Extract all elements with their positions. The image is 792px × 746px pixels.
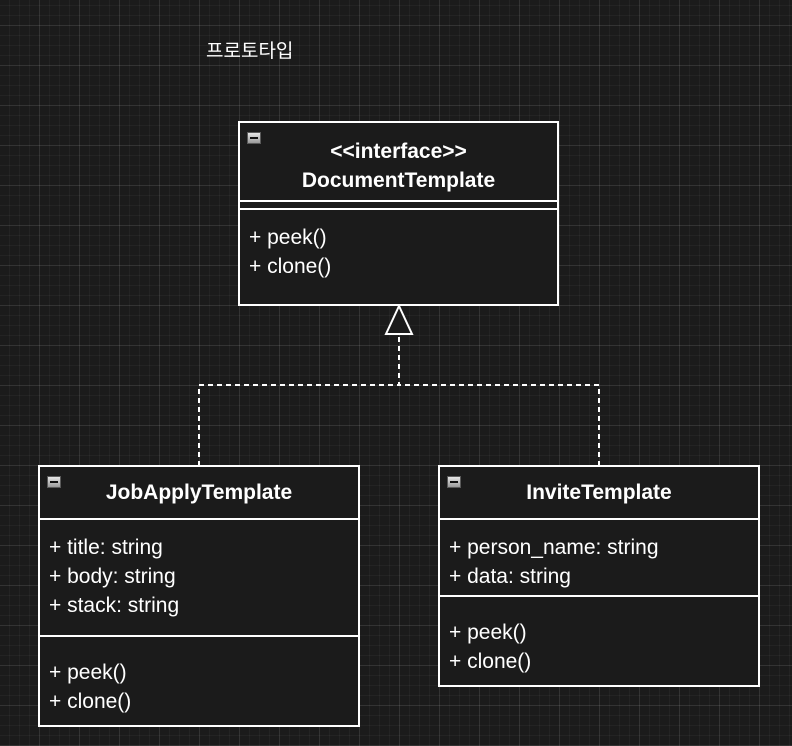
realization-edge-invite [399, 384, 600, 466]
attribute: + data: string [449, 565, 571, 588]
diagram-title: 프로토타입 [206, 40, 294, 62]
interface-header: <<interface>> DocumentTemplate [240, 123, 557, 202]
class-methods-section: + peek() + clone() [440, 597, 758, 676]
interface-attributes-section [240, 202, 557, 210]
realization-arrowhead [384, 303, 414, 335]
collapse-icon[interactable] [247, 132, 261, 144]
attribute: + stack: string [49, 594, 180, 617]
method: + peek() [49, 661, 127, 684]
class-attributes-section: + person_name: string + data: string [440, 520, 758, 597]
method: + peek() [449, 621, 527, 644]
attribute: + body: string [49, 565, 176, 588]
class-header: InviteTemplate [440, 467, 758, 520]
attribute: + title: string [49, 536, 163, 559]
class-attributes-section: + title: string + body: string + stack: … [40, 520, 358, 637]
class-name: JobApplyTemplate [105, 481, 293, 504]
class-methods-section: + peek() + clone() [40, 637, 358, 716]
attribute: + person_name: string [449, 536, 659, 559]
interface-stereotype: <<interface>> [330, 140, 467, 163]
class-header: JobApplyTemplate [40, 467, 358, 520]
interface-methods-section: + peek() + clone() [240, 210, 557, 281]
class-name: InviteTemplate [526, 481, 672, 504]
method: + clone() [249, 255, 332, 278]
interface-document-template[interactable]: <<interface>> DocumentTemplate + peek() … [238, 121, 559, 306]
class-jobapply-template[interactable]: JobApplyTemplate + title: string + body:… [38, 465, 360, 727]
method: + clone() [49, 690, 132, 713]
collapse-icon[interactable] [47, 476, 61, 488]
realization-edge-jobapply [198, 334, 400, 466]
collapse-icon[interactable] [447, 476, 461, 488]
interface-name: DocumentTemplate [301, 169, 496, 192]
method: + peek() [249, 226, 327, 249]
class-invite-template[interactable]: InviteTemplate + person_name: string + d… [438, 465, 760, 687]
method: + clone() [449, 650, 532, 673]
